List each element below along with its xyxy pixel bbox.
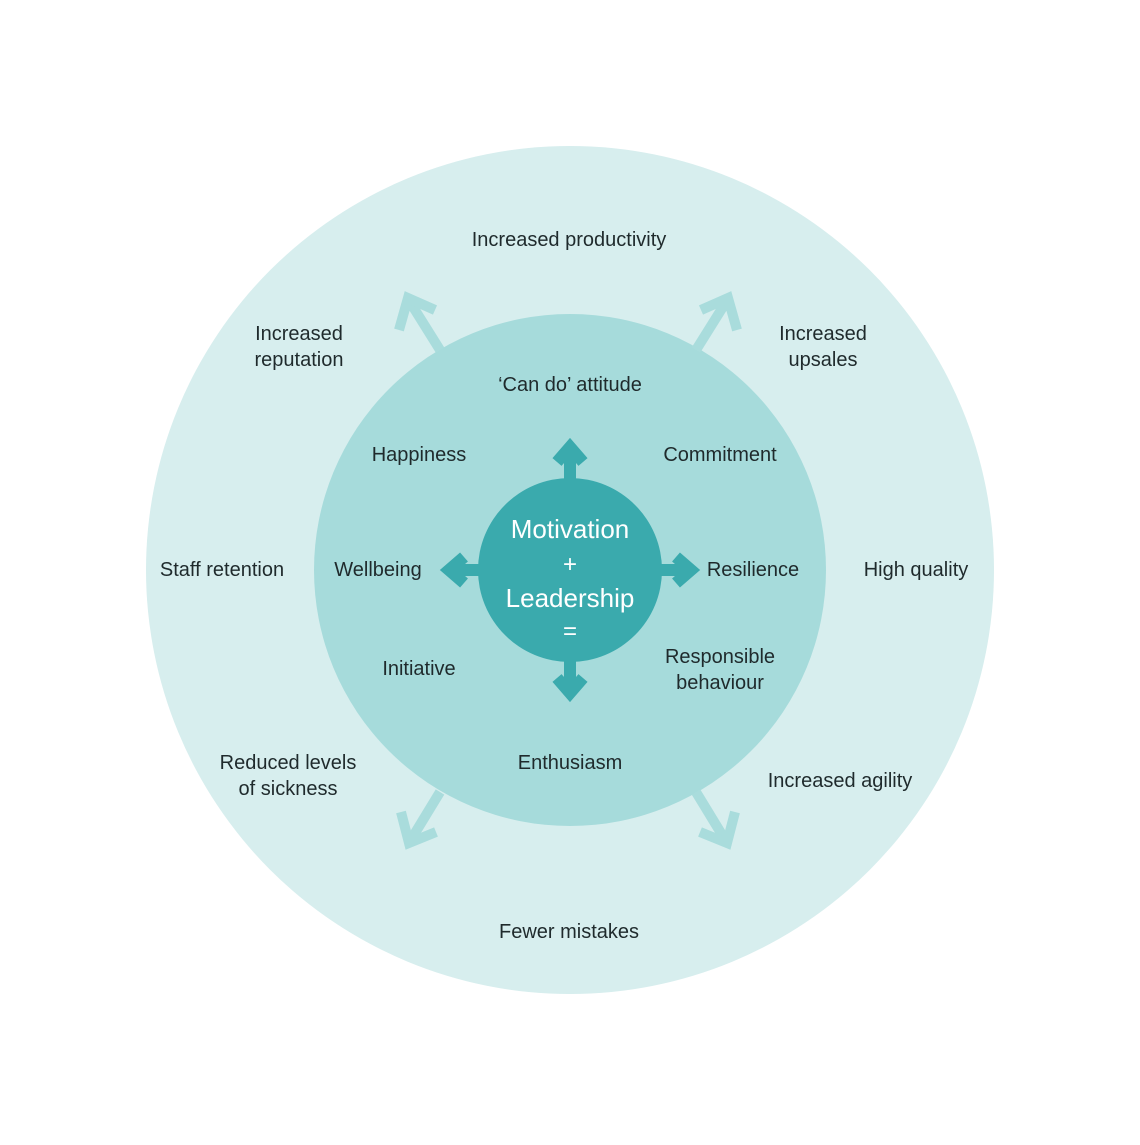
core-title-leadership: Leadership xyxy=(505,583,635,613)
inner-item-wellbeing: Wellbeing xyxy=(334,559,422,581)
inner-item-enthusiasm: Enthusiasm xyxy=(517,752,623,774)
arrow-left-icon xyxy=(439,552,482,588)
arrow-up-right-icon xyxy=(691,291,742,353)
outer-item-high-quality: High quality xyxy=(863,559,969,581)
outer-item-staff-retention: Staff retention xyxy=(159,559,285,581)
arrow-up-left-icon xyxy=(394,291,445,353)
outer-item-increased-agility: Increased agility xyxy=(767,770,913,792)
inner-item-initiative: Initiative xyxy=(382,658,456,680)
core-circle xyxy=(478,478,662,662)
outer-item-increased-reputation: Increased reputation xyxy=(254,323,344,371)
inner-item-can-do-attitude: ‘Can do’ attitude xyxy=(498,374,642,396)
arrow-down-left-icon xyxy=(396,789,445,850)
outer-item-reduced-sickness: Reduced levels of sickness xyxy=(219,752,357,800)
inner-item-commitment: Commitment xyxy=(663,444,777,466)
core-equals-sign: = xyxy=(562,618,578,645)
arrow-down-right-icon xyxy=(691,789,740,850)
core-plus-sign: + xyxy=(562,551,578,578)
outer-item-increased-productivity: Increased productivity xyxy=(471,229,667,251)
inner-item-responsible-behaviour: Responsible behaviour xyxy=(664,646,776,694)
inner-item-happiness: Happiness xyxy=(371,444,467,466)
core-title-motivation: Motivation xyxy=(510,514,630,544)
outer-item-fewer-mistakes: Fewer mistakes xyxy=(498,921,640,943)
inner-item-resilience: Resilience xyxy=(706,559,800,581)
outer-item-increased-upsales: Increased upsales xyxy=(779,323,867,371)
arrow-right-icon xyxy=(658,552,701,588)
